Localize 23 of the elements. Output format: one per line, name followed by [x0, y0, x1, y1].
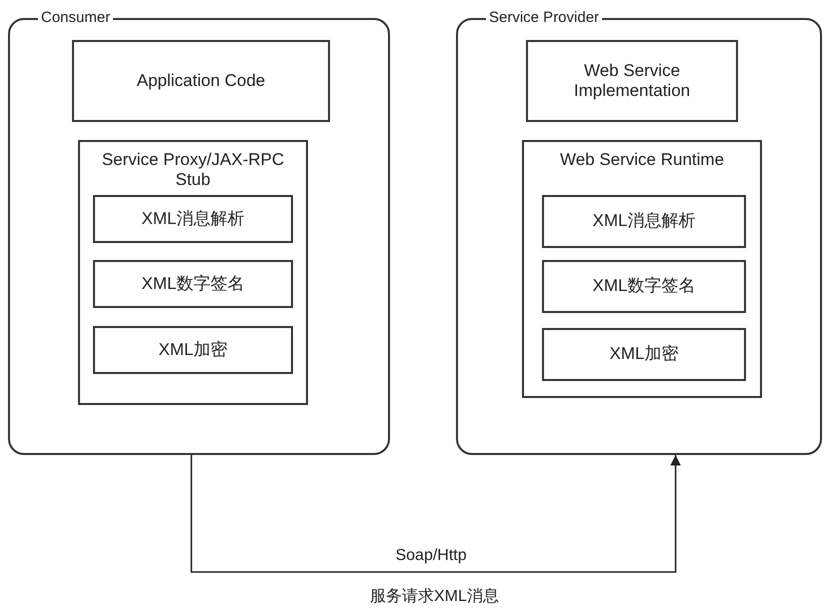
box-label: XML数字签名 [140, 272, 246, 295]
box-label: Web Service Runtime [558, 150, 726, 170]
box-label: Service Proxy/JAX-RPC Stub [100, 150, 286, 191]
caption-text: 服务请求XML消息 [370, 586, 499, 607]
container-box [522, 140, 762, 398]
box-label: XML加密 [608, 343, 680, 366]
component-box [93, 195, 293, 243]
box-label: XML数字签名 [592, 275, 696, 298]
component-box [526, 40, 738, 122]
component-box [93, 326, 293, 374]
component-box [542, 260, 746, 313]
box-label: XML加密 [158, 338, 228, 361]
box-label: Web Service Implementation [572, 60, 692, 102]
box-label: XML消息解析 [140, 208, 246, 230]
box-label: Application Code [136, 70, 266, 92]
edge-label: Soap/Http [395, 547, 467, 565]
component-box [542, 195, 746, 248]
component-box [93, 260, 293, 308]
container-box [78, 140, 308, 405]
component-box [542, 328, 746, 381]
component-box [72, 40, 330, 122]
connector-arrow [190, 455, 681, 573]
box-label: XML消息解析 [592, 210, 696, 232]
